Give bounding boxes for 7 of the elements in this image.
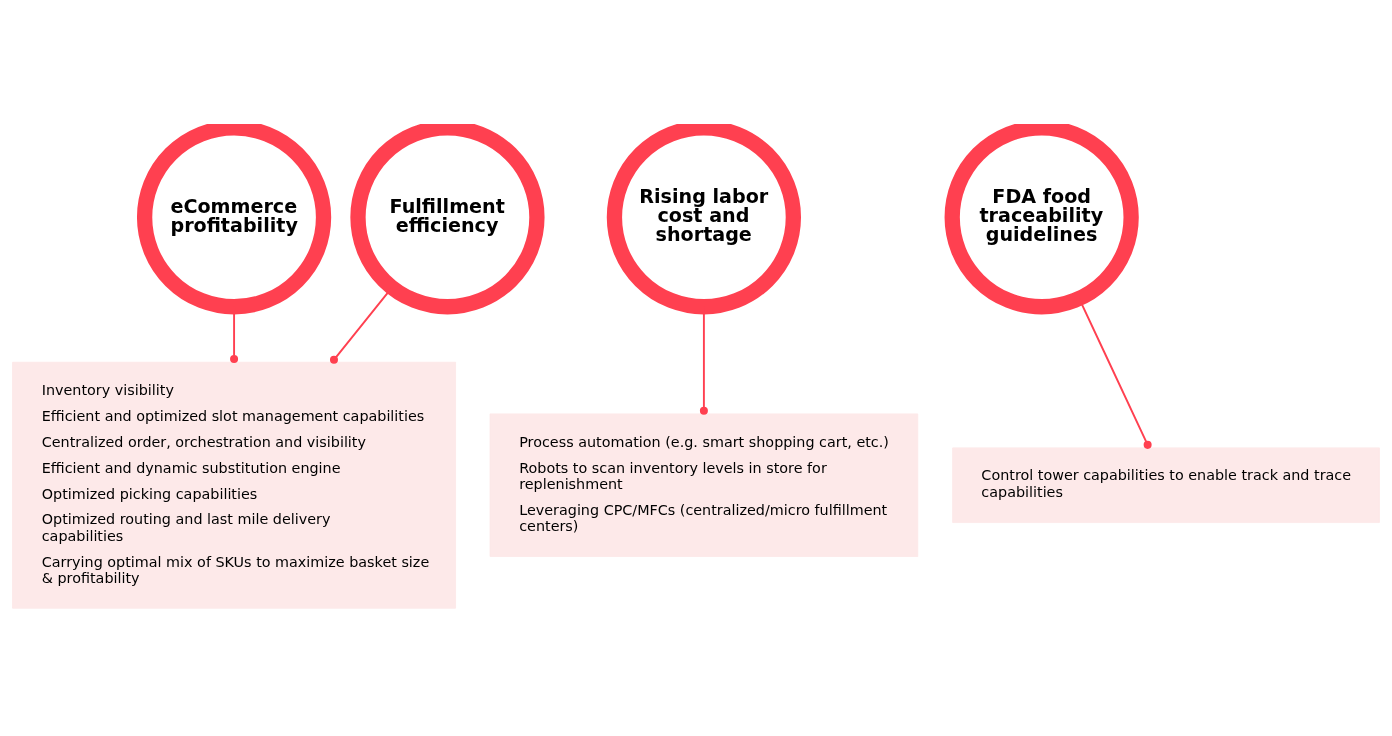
node-circle: eCommerce profitability: [136, 124, 332, 315]
node-circle: Fulfillment efficiency: [350, 124, 545, 315]
node-box: Process automation (e.g. smart shopping cart, etc.) Robots to scan inventory levels in store for replenishment Leveraging CPC/MFCs (centralized/micro fulfillment centers): [489, 413, 919, 557]
node-circle: Rising labor cost and shortage: [606, 124, 801, 315]
node-circle: FDA food traceability guidelines: [944, 124, 1139, 315]
node-box: Inventory visibility Efficient and optimized slot management capabilities Centralized order, orchestration and visibility Efficient and dynamic substitution engine Optimized picking capabilities Optimized routing and last mile delivery capabilities Carrying optimal mix of SKUs to maximize basket size & profitability: [12, 361, 457, 609]
node-box: Control tower capabilities to enable track and trace capabilities: [952, 447, 1380, 523]
